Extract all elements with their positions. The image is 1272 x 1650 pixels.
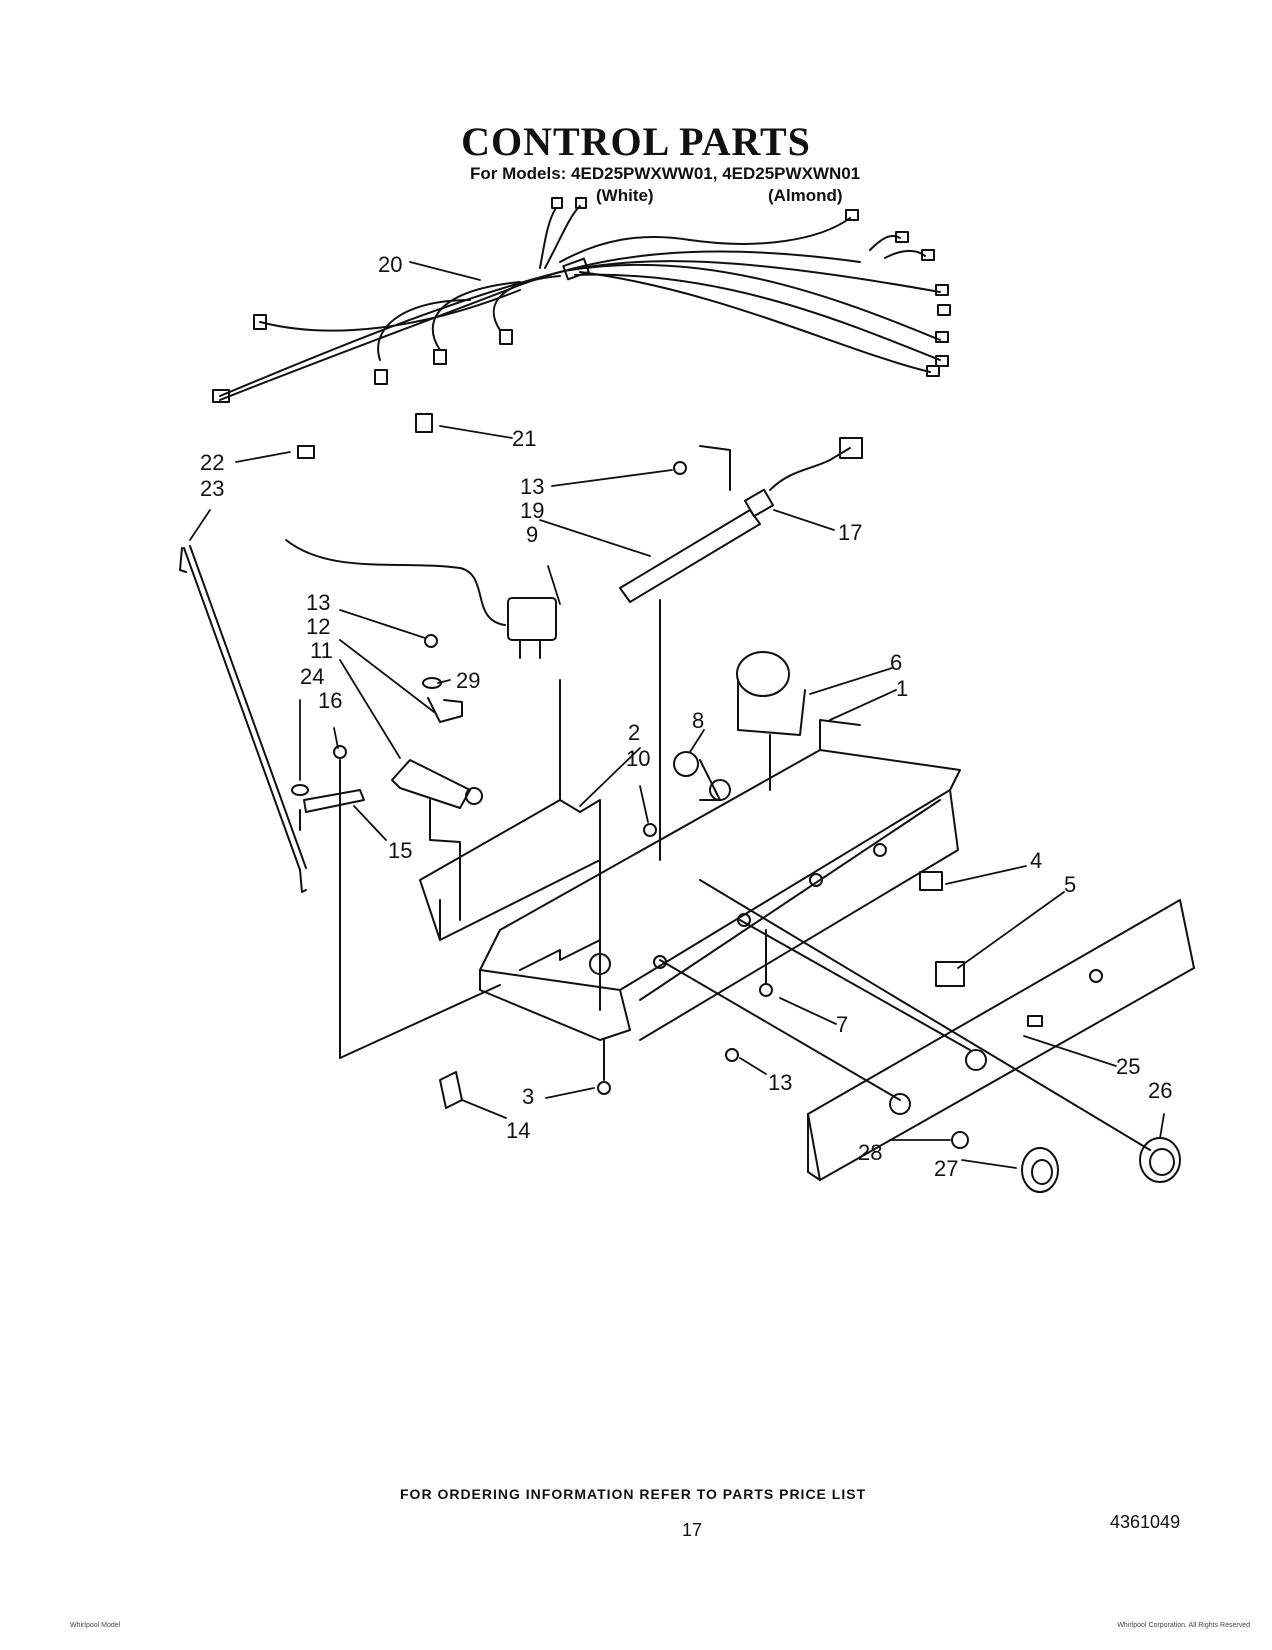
connector-part-17	[743, 488, 775, 518]
callout-23: 23	[200, 476, 224, 501]
callout-29: 29	[456, 668, 480, 693]
page-title: CONTROL PARTS	[461, 119, 811, 164]
document-number: 4361049	[1110, 1512, 1181, 1532]
callout-7: 7	[836, 1012, 848, 1037]
callout-9: 9	[526, 522, 538, 547]
grommet-part-8	[673, 751, 699, 777]
switch-part-4	[919, 871, 943, 891]
screw-part-13-left	[424, 634, 438, 648]
callout-13-bottom: 13	[768, 1070, 792, 1095]
bracket-part-11	[391, 759, 471, 809]
callout-13-top: 13	[520, 474, 544, 499]
screw-part-13-top	[673, 461, 687, 475]
ordering-note: FOR ORDERING INFORMATION REFER TO PARTS …	[400, 1486, 867, 1502]
bracket-part-12	[427, 697, 463, 723]
lever-part-15	[303, 789, 365, 813]
clip-part-21	[415, 413, 433, 433]
capillary-tube	[285, 539, 506, 626]
callout-25: 25	[1116, 1054, 1140, 1079]
control-part-9	[507, 597, 557, 641]
callout-5: 5	[1064, 872, 1076, 897]
callout-16: 16	[318, 688, 342, 713]
clip-part-14	[439, 1071, 463, 1109]
callout-4: 4	[1030, 848, 1042, 873]
variant-almond: (Almond)	[768, 186, 843, 205]
callout-13-left: 13	[306, 590, 330, 615]
callout-22: 22	[200, 450, 224, 475]
callout-21: 21	[512, 426, 536, 451]
washer-part-24	[291, 784, 309, 796]
callout-11: 11	[310, 638, 333, 663]
wiring-harness-part	[212, 197, 951, 403]
callout-14: 14	[506, 1118, 530, 1143]
callout-10: 10	[626, 746, 650, 771]
callout-17: 17	[838, 520, 862, 545]
callout-20: 20	[378, 252, 402, 277]
plug-connector	[839, 437, 863, 459]
callout-6: 6	[890, 650, 902, 675]
clip-part-22	[297, 445, 315, 459]
screw-part-13-bottom	[725, 1048, 739, 1062]
callout-27: 27	[934, 1156, 958, 1181]
callout-26: 26	[1148, 1078, 1172, 1103]
callout-15: 15	[388, 838, 412, 863]
thermostat-part-6	[736, 651, 790, 697]
callout-1: 1	[896, 676, 908, 701]
screw-part-10	[643, 823, 657, 837]
fine-print-left: Whirlpool Model	[70, 1622, 121, 1629]
callout-3: 3	[522, 1084, 534, 1109]
callout-24: 24	[300, 664, 324, 689]
callout-labels: 20 21 22 23 13 19 9 17 13 12 11 29 24 16…	[200, 252, 1172, 1181]
knob-part-27	[1021, 1147, 1059, 1193]
variant-white: (White)	[596, 186, 654, 205]
callout-19: 19	[520, 498, 544, 523]
washer-part-28	[951, 1131, 969, 1149]
callout-28: 28	[858, 1140, 882, 1165]
callout-8: 8	[692, 708, 704, 733]
screw-part-7	[759, 983, 773, 997]
models-line: For Models: 4ED25PWXWW01, 4ED25PWXWN01	[470, 164, 861, 183]
screw-part-16	[333, 745, 347, 759]
switch-part-5	[935, 961, 965, 987]
callout-12: 12	[306, 614, 330, 639]
screw-part-3	[597, 1081, 611, 1095]
copyright-note: Whirlpool Corporation. All Rights Reserv…	[1117, 1622, 1250, 1629]
control-housing-part-1	[479, 719, 961, 1041]
control-panel-part-25	[659, 879, 1195, 1181]
callout-2: 2	[628, 720, 640, 745]
page-number: 17	[682, 1520, 703, 1540]
rod-part-23	[183, 547, 301, 871]
bracket-part-2	[419, 799, 601, 941]
heater-part-19	[619, 509, 761, 603]
